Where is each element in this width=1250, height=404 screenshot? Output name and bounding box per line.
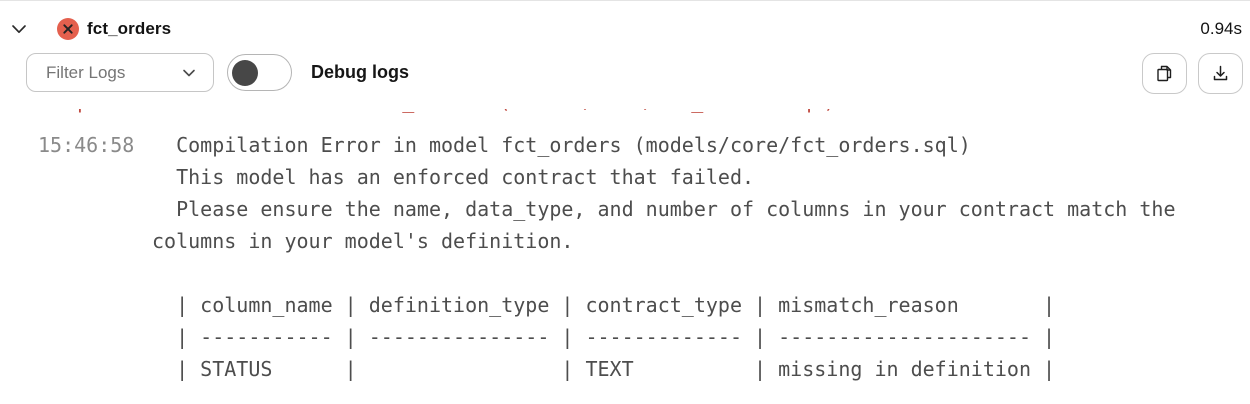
filter-logs-dropdown[interactable]: Filter Logs bbox=[26, 53, 214, 92]
collapse-toggle-button[interactable] bbox=[6, 19, 32, 39]
run-duration: 0.94s bbox=[1200, 19, 1242, 38]
model-name: fct_orders bbox=[87, 19, 172, 38]
copy-logs-button[interactable] bbox=[1142, 53, 1187, 94]
log-message: Compilation Error in model fct_orders (m… bbox=[152, 133, 1176, 381]
chevron-down-icon bbox=[182, 68, 196, 78]
download-logs-button[interactable] bbox=[1198, 53, 1243, 94]
log-timestamp: 15:46:58 bbox=[38, 133, 135, 157]
copy-icon bbox=[1154, 63, 1175, 84]
chevron-down-icon bbox=[11, 23, 27, 35]
toggle-knob bbox=[232, 59, 258, 86]
clipped-error-line: Compilation Error in model fct_orders (m… bbox=[41, 109, 836, 117]
debug-logs-label: Debug logs bbox=[311, 62, 409, 82]
filter-logs-label: Filter Logs bbox=[46, 62, 126, 82]
download-icon bbox=[1210, 63, 1231, 84]
error-x-icon bbox=[62, 23, 74, 35]
log-output-area: Compilation Error in model fct_orders (m… bbox=[0, 109, 1250, 404]
debug-logs-toggle[interactable] bbox=[227, 54, 292, 91]
error-status-badge bbox=[57, 18, 79, 40]
